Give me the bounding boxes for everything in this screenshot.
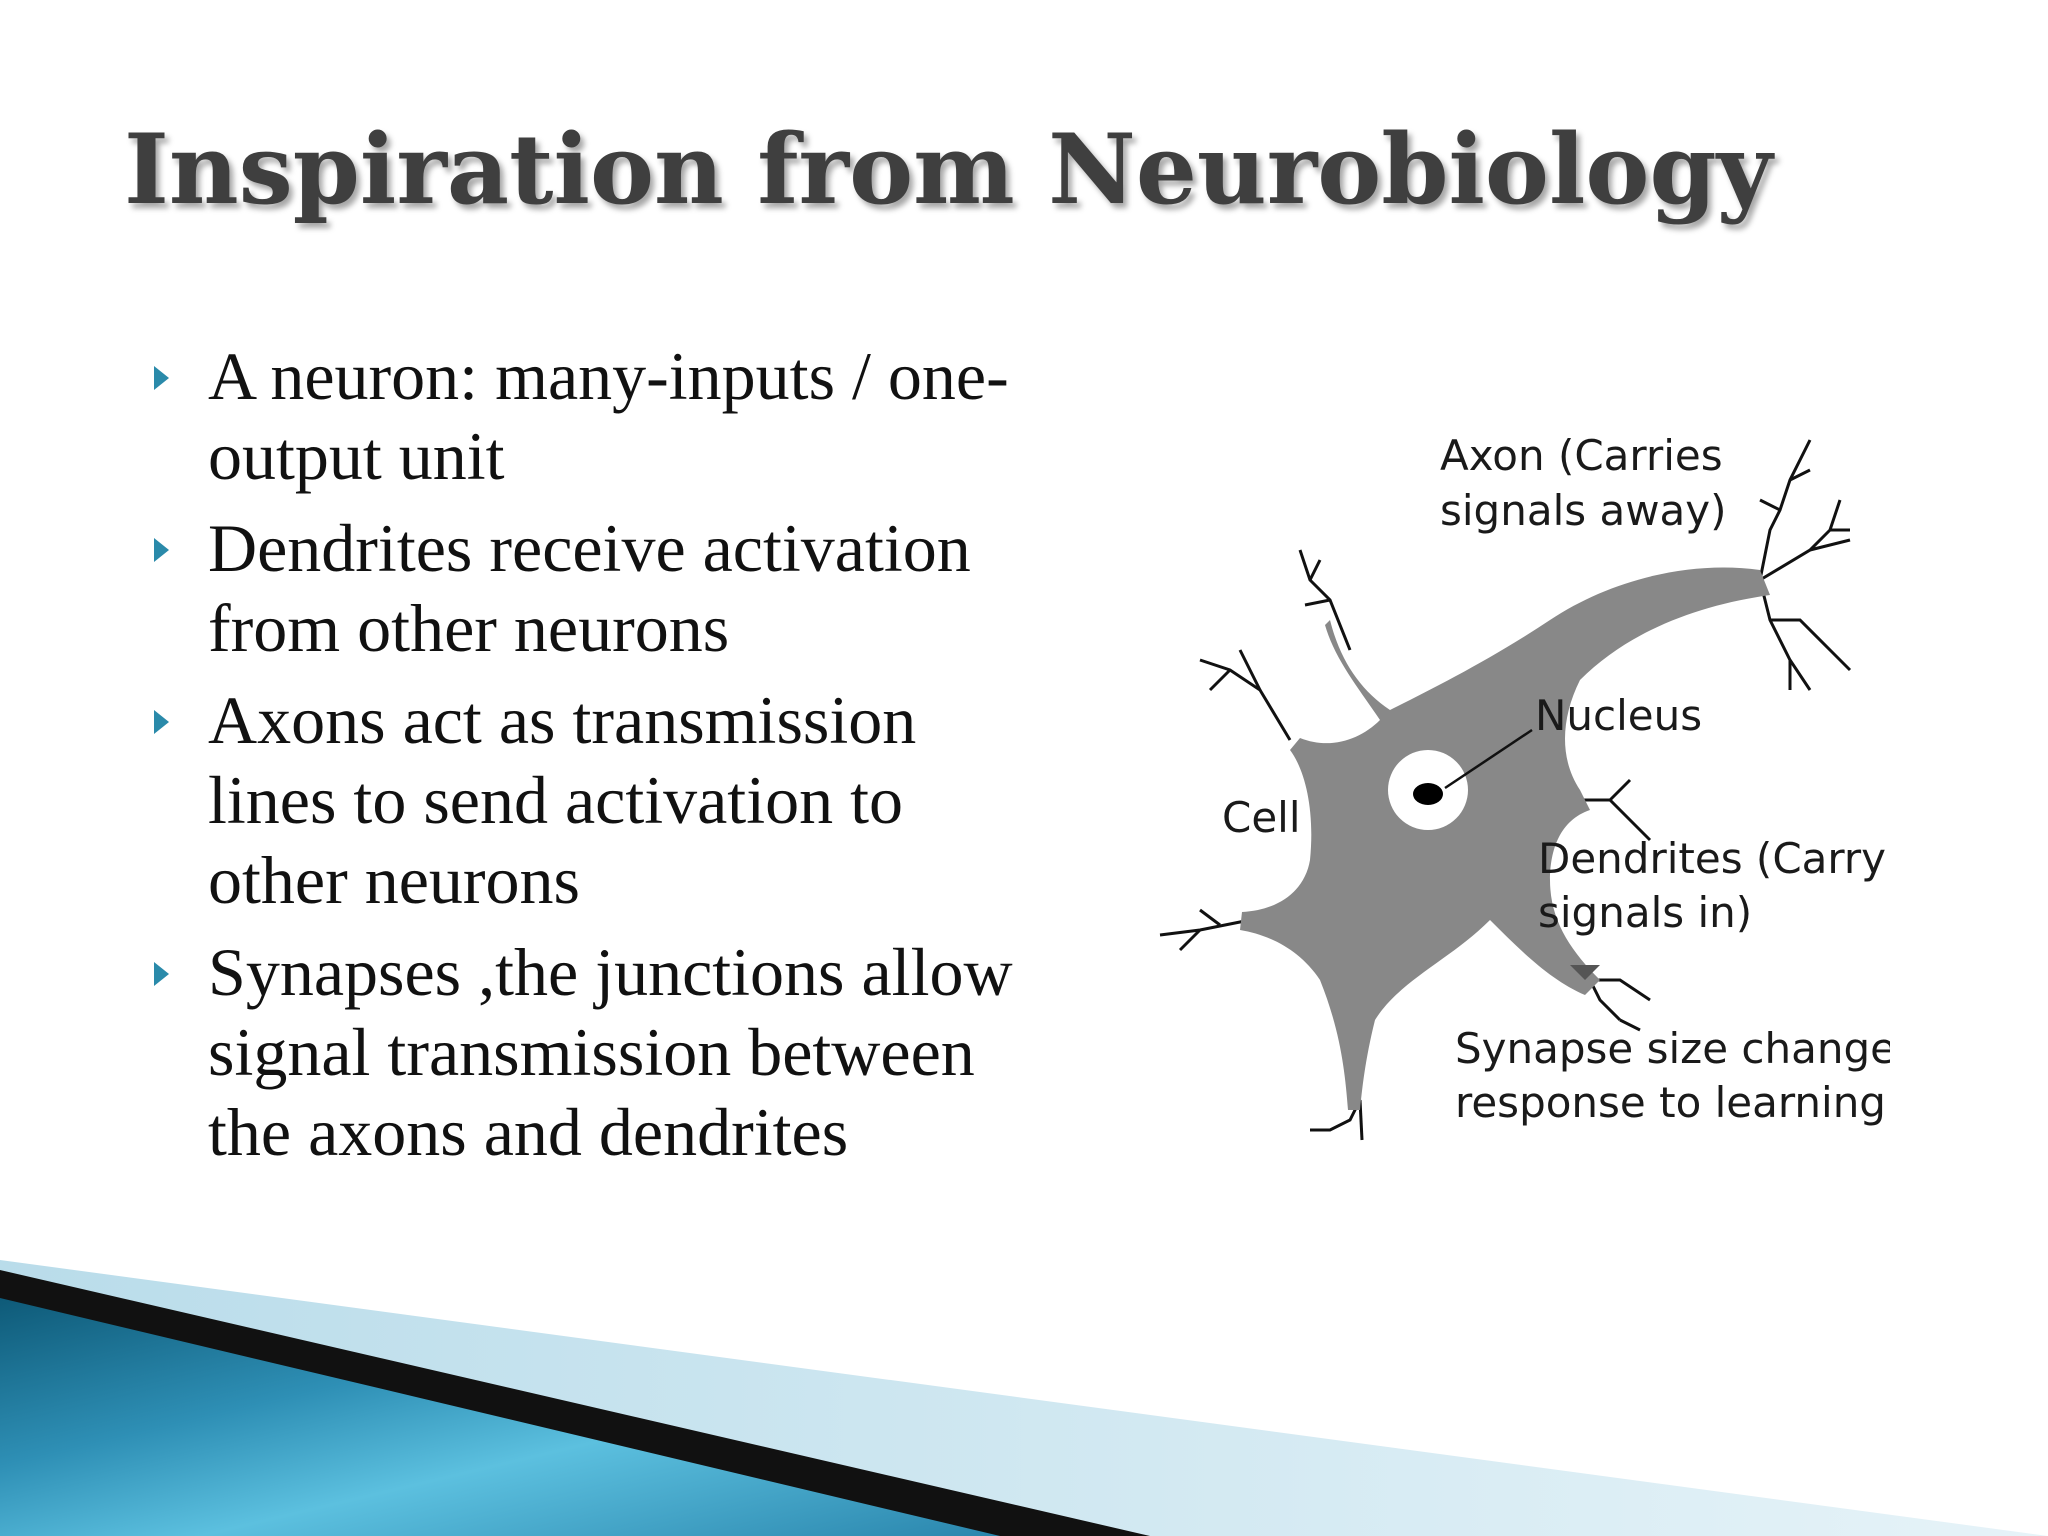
nucleus-leader-line bbox=[1444, 728, 1533, 790]
triangle-right-icon bbox=[154, 962, 169, 986]
synapse-marker bbox=[1570, 965, 1600, 980]
decorative-swoosh bbox=[0, 1260, 2048, 1536]
label-axon-1: Axon (Carries bbox=[1440, 431, 1723, 480]
label-synapse-2: response to learning bbox=[1455, 1078, 1886, 1127]
label-synapse-1: Synapse size changes in bbox=[1455, 1024, 1890, 1073]
bullet-item: Dendrites receive activation from other … bbox=[150, 508, 1110, 668]
nucleus-core bbox=[1413, 783, 1443, 805]
bullet-text-line: the axons and dendrites bbox=[208, 1094, 849, 1170]
bullet-text-line: Dendrites receive activation bbox=[208, 510, 971, 586]
triangle-right-icon bbox=[154, 710, 169, 734]
bullet-text-line: lines to send activation to bbox=[208, 762, 903, 838]
bullet-text-line: output unit bbox=[208, 418, 505, 494]
bullet-list: A neuron: many-inputs / one- output unit… bbox=[150, 336, 1110, 1184]
bullet-text-line: A neuron: many-inputs / one- bbox=[208, 338, 1009, 414]
label-axon-2: signals away) bbox=[1440, 486, 1727, 535]
bullet-text-line: Synapses ,the junctions allow bbox=[208, 934, 1013, 1010]
bullet-item: Synapses ,the junctions allow signal tra… bbox=[150, 932, 1110, 1172]
label-dendrites-1: Dendrites (Carry bbox=[1538, 834, 1886, 883]
label-cell: Cell bbox=[1222, 793, 1301, 842]
neuron-cell-body bbox=[1240, 567, 1770, 1110]
bullet-item: Axons act as transmission lines to send … bbox=[150, 680, 1110, 920]
neuron-diagram: Axon (Carries signals away) Nucleus Cell… bbox=[1159, 431, 1890, 1141]
triangle-right-icon bbox=[154, 538, 169, 562]
bullet-text-line: from other neurons bbox=[208, 590, 730, 666]
label-nucleus: Nucleus bbox=[1535, 691, 1702, 740]
triangle-right-icon bbox=[154, 366, 169, 390]
bullet-text-line: signal transmission between bbox=[208, 1014, 975, 1090]
bullet-text-line: other neurons bbox=[208, 842, 581, 918]
bullet-text-line: Axons act as transmission bbox=[208, 682, 917, 758]
slide-title: Inspiration from Neurobiology bbox=[124, 113, 1773, 226]
neuron-branches bbox=[1159, 439, 1852, 1141]
label-dendrites-2: signals in) bbox=[1538, 888, 1752, 937]
bullet-item: A neuron: many-inputs / one- output unit bbox=[150, 336, 1110, 496]
